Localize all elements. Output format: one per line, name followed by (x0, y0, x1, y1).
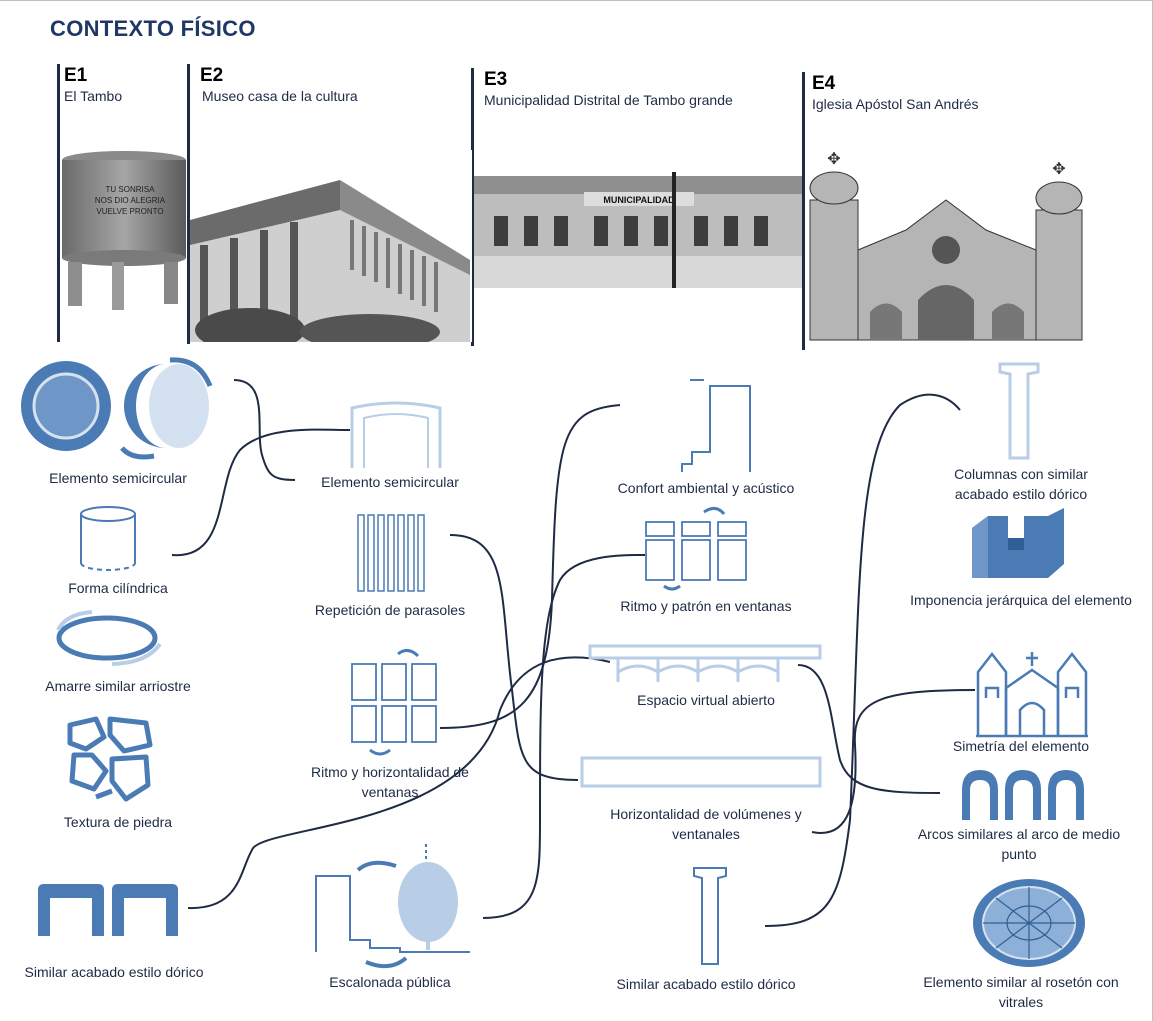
e3-label-espacio: Espacio virtual abierto (637, 692, 775, 708)
doric-arch-icon (38, 884, 178, 936)
stone-texture-icon (67, 716, 153, 802)
e2-label-escalonada: Escalonada pública (329, 974, 451, 990)
e4-label-columnas: Columnas con similar acabado estilo dóri… (954, 466, 1088, 502)
divider-e4 (802, 72, 805, 350)
divider-e3 (471, 68, 474, 346)
e3-label-confort: Confort ambiental y acústico (617, 480, 795, 496)
photo-museo (190, 150, 472, 342)
semicircle-frame-icon (350, 401, 442, 468)
tambo-text-1: TU SONRISA (106, 185, 156, 194)
e3-label-dorico: Similar acabado estilo dórico (616, 976, 796, 992)
horizontal-volume-icon (580, 756, 822, 788)
svg-text:✥: ✥ (1052, 159, 1065, 178)
municipalidad-sign: MUNICIPALIDAD (603, 195, 675, 205)
parasols-icon (357, 514, 425, 592)
e3-label-horizontalidad: Horizontalidad de volúmenes y ventanales (610, 806, 802, 842)
cylinder-icon (80, 506, 136, 571)
e1-label-piedra: Textura de piedra (63, 814, 173, 830)
e2-label-semicircular: Elemento semicircular (321, 474, 459, 490)
divider-e1 (57, 64, 60, 342)
ring-icon (56, 610, 162, 666)
church-symmetry-icon (976, 651, 1088, 738)
section-code-e4: E4 (812, 73, 836, 94)
e2-label-ritmo-horizontalidad: Ritmo y horizontalidad de ventanas (311, 764, 469, 800)
e4-label-roseton: Elemento similar al rosetón con vitrales (923, 974, 1119, 1010)
arches-icon (962, 770, 1084, 820)
e4-label-imponencia: Imponencia jerárquica del elemento (910, 592, 1132, 608)
section-name-e2: Museo casa de la cultura (202, 88, 358, 104)
section-name-e3: Municipalidad Distrital de Tambo grande (484, 92, 733, 108)
section-code-e1: E1 (64, 65, 88, 86)
section-name-e4: Iglesia Apóstol San Andrés (812, 96, 979, 112)
section-name-e1: El Tambo (64, 88, 123, 104)
section-code-e2: E2 (200, 65, 224, 86)
e1-label-dorico: Similar acabado estilo dórico (24, 964, 204, 980)
doric-column-icon (693, 867, 727, 965)
tambo-text-2: NOS DIO ALEGRIA (95, 196, 166, 205)
acoustic-comfort-icon (681, 379, 751, 472)
svg-text:✥: ✥ (827, 149, 840, 168)
divider-e2 (187, 64, 190, 344)
photo-el-tambo: TU SONRISA NOS DIO ALEGRIA VUELVE PRONTO (62, 151, 186, 310)
tambo-text-3: VUELVE PRONTO (96, 207, 163, 216)
photo-iglesia: ✥ ✥ (806, 140, 1088, 350)
e2-label-parasoles: Repetición de parasoles (314, 602, 466, 618)
hierarchy-block-icon (972, 508, 1064, 578)
rose-window-icon (973, 879, 1085, 967)
e3-label-ritmo-patron: Ritmo y patrón en ventanas (620, 598, 792, 614)
e1-label-semicircular: Elemento semicircular (49, 470, 187, 486)
photo-municipalidad: MUNICIPALIDAD (474, 172, 802, 292)
e4-label-simetria: Simetría del elemento (952, 738, 1090, 754)
window-rhythm-icon (351, 649, 437, 756)
e1-label-amarre: Amarre similar arriostre (45, 678, 191, 694)
open-space-icon (588, 644, 822, 682)
section-code-e3: E3 (484, 69, 508, 90)
e1-label-cilindrica: Forma cilíndrica (68, 580, 168, 596)
column-icon (998, 362, 1040, 460)
stepped-public-icon (315, 844, 470, 969)
e4-label-arcos: Arcos similares al arco de medio punto (917, 826, 1121, 862)
semicircle-element-icon (21, 357, 213, 460)
page-title: CONTEXTO FÍSICO (50, 16, 256, 41)
window-pattern-icon (645, 507, 747, 591)
